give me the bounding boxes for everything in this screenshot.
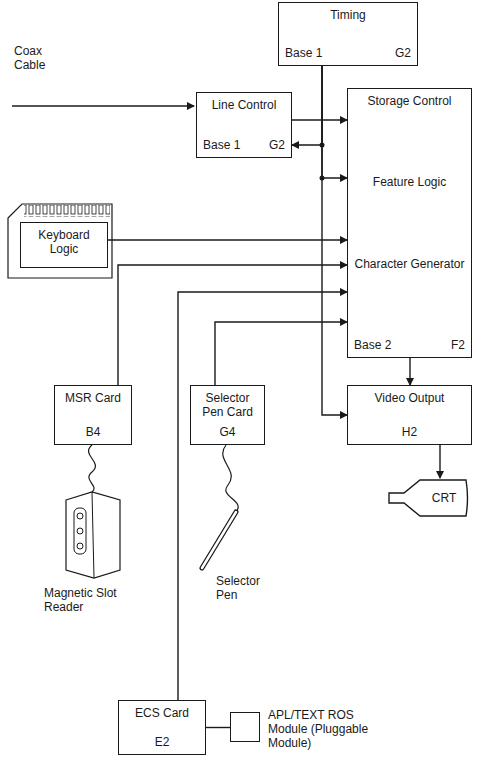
box-label: G4 [219, 425, 235, 439]
msr-card-box: MSR CardB4 [54, 385, 132, 445]
ros-module: APL/TEXT ROS Module (Pluggable Module) [230, 708, 380, 754]
box-label: G2 [395, 46, 411, 60]
box-label: Feature Logic [373, 175, 446, 189]
crt-outline [388, 478, 470, 518]
connector [409, 358, 410, 385]
box-label: Selector Pen Card [197, 391, 258, 419]
box-label: ECS Card [135, 706, 189, 720]
box-label: APL/TEXT ROS Module (Pluggable Module) [268, 708, 380, 750]
box-label: E2 [155, 735, 170, 749]
connector [178, 292, 347, 700]
selector-pen-drawing [202, 445, 238, 568]
module-box [230, 712, 260, 742]
box-label: Character Generator [354, 257, 464, 271]
main-logic-box: Storage ControlFeature LogicCharacter Ge… [347, 88, 472, 358]
connector [322, 66, 347, 178]
box-label: Timing [330, 8, 366, 22]
part-label: Selector Pen [216, 574, 276, 602]
box-label: B4 [86, 425, 101, 439]
connector [108, 239, 347, 240]
connector [215, 322, 347, 385]
box-label: F2 [451, 338, 465, 352]
box-label: Storage Control [367, 94, 451, 108]
part-label: Magnetic Slot Reader [44, 586, 128, 614]
box-label: G2 [269, 138, 285, 152]
box-label: MSR Card [65, 391, 121, 405]
connector [118, 265, 347, 385]
box-label: Keyboard Logic [27, 228, 101, 256]
box-label: Base 2 [354, 338, 391, 352]
box-label: Line Control [212, 98, 277, 112]
slot-reader-drawing [66, 445, 120, 578]
connector [439, 445, 440, 478]
box-label: Base 1 [203, 138, 240, 152]
ecs-card-box: ECS CardE2 [118, 700, 206, 755]
connector [206, 727, 230, 728]
keyboard-logic-box: Keyboard Logic [20, 222, 108, 268]
selector-pen-card-box: Selector Pen CardG4 [190, 385, 265, 445]
box-label: Base 1 [285, 46, 322, 60]
video-output-box: Video OutputH2 [347, 385, 472, 445]
box-label: Video Output [375, 391, 445, 405]
keyboard-drawing [8, 204, 112, 278]
line-control-box: Line ControlBase 1 G2 [196, 92, 292, 158]
coax-arrow [12, 106, 194, 107]
part-label: Coax Cable [14, 44, 74, 72]
crt-tube: CRT [388, 478, 470, 518]
box-label: CRT [432, 491, 456, 505]
connector [292, 119, 347, 120]
connector [292, 66, 322, 145]
box-label: H2 [402, 425, 417, 439]
timing-box: TimingBase 1 G2 [278, 2, 418, 66]
